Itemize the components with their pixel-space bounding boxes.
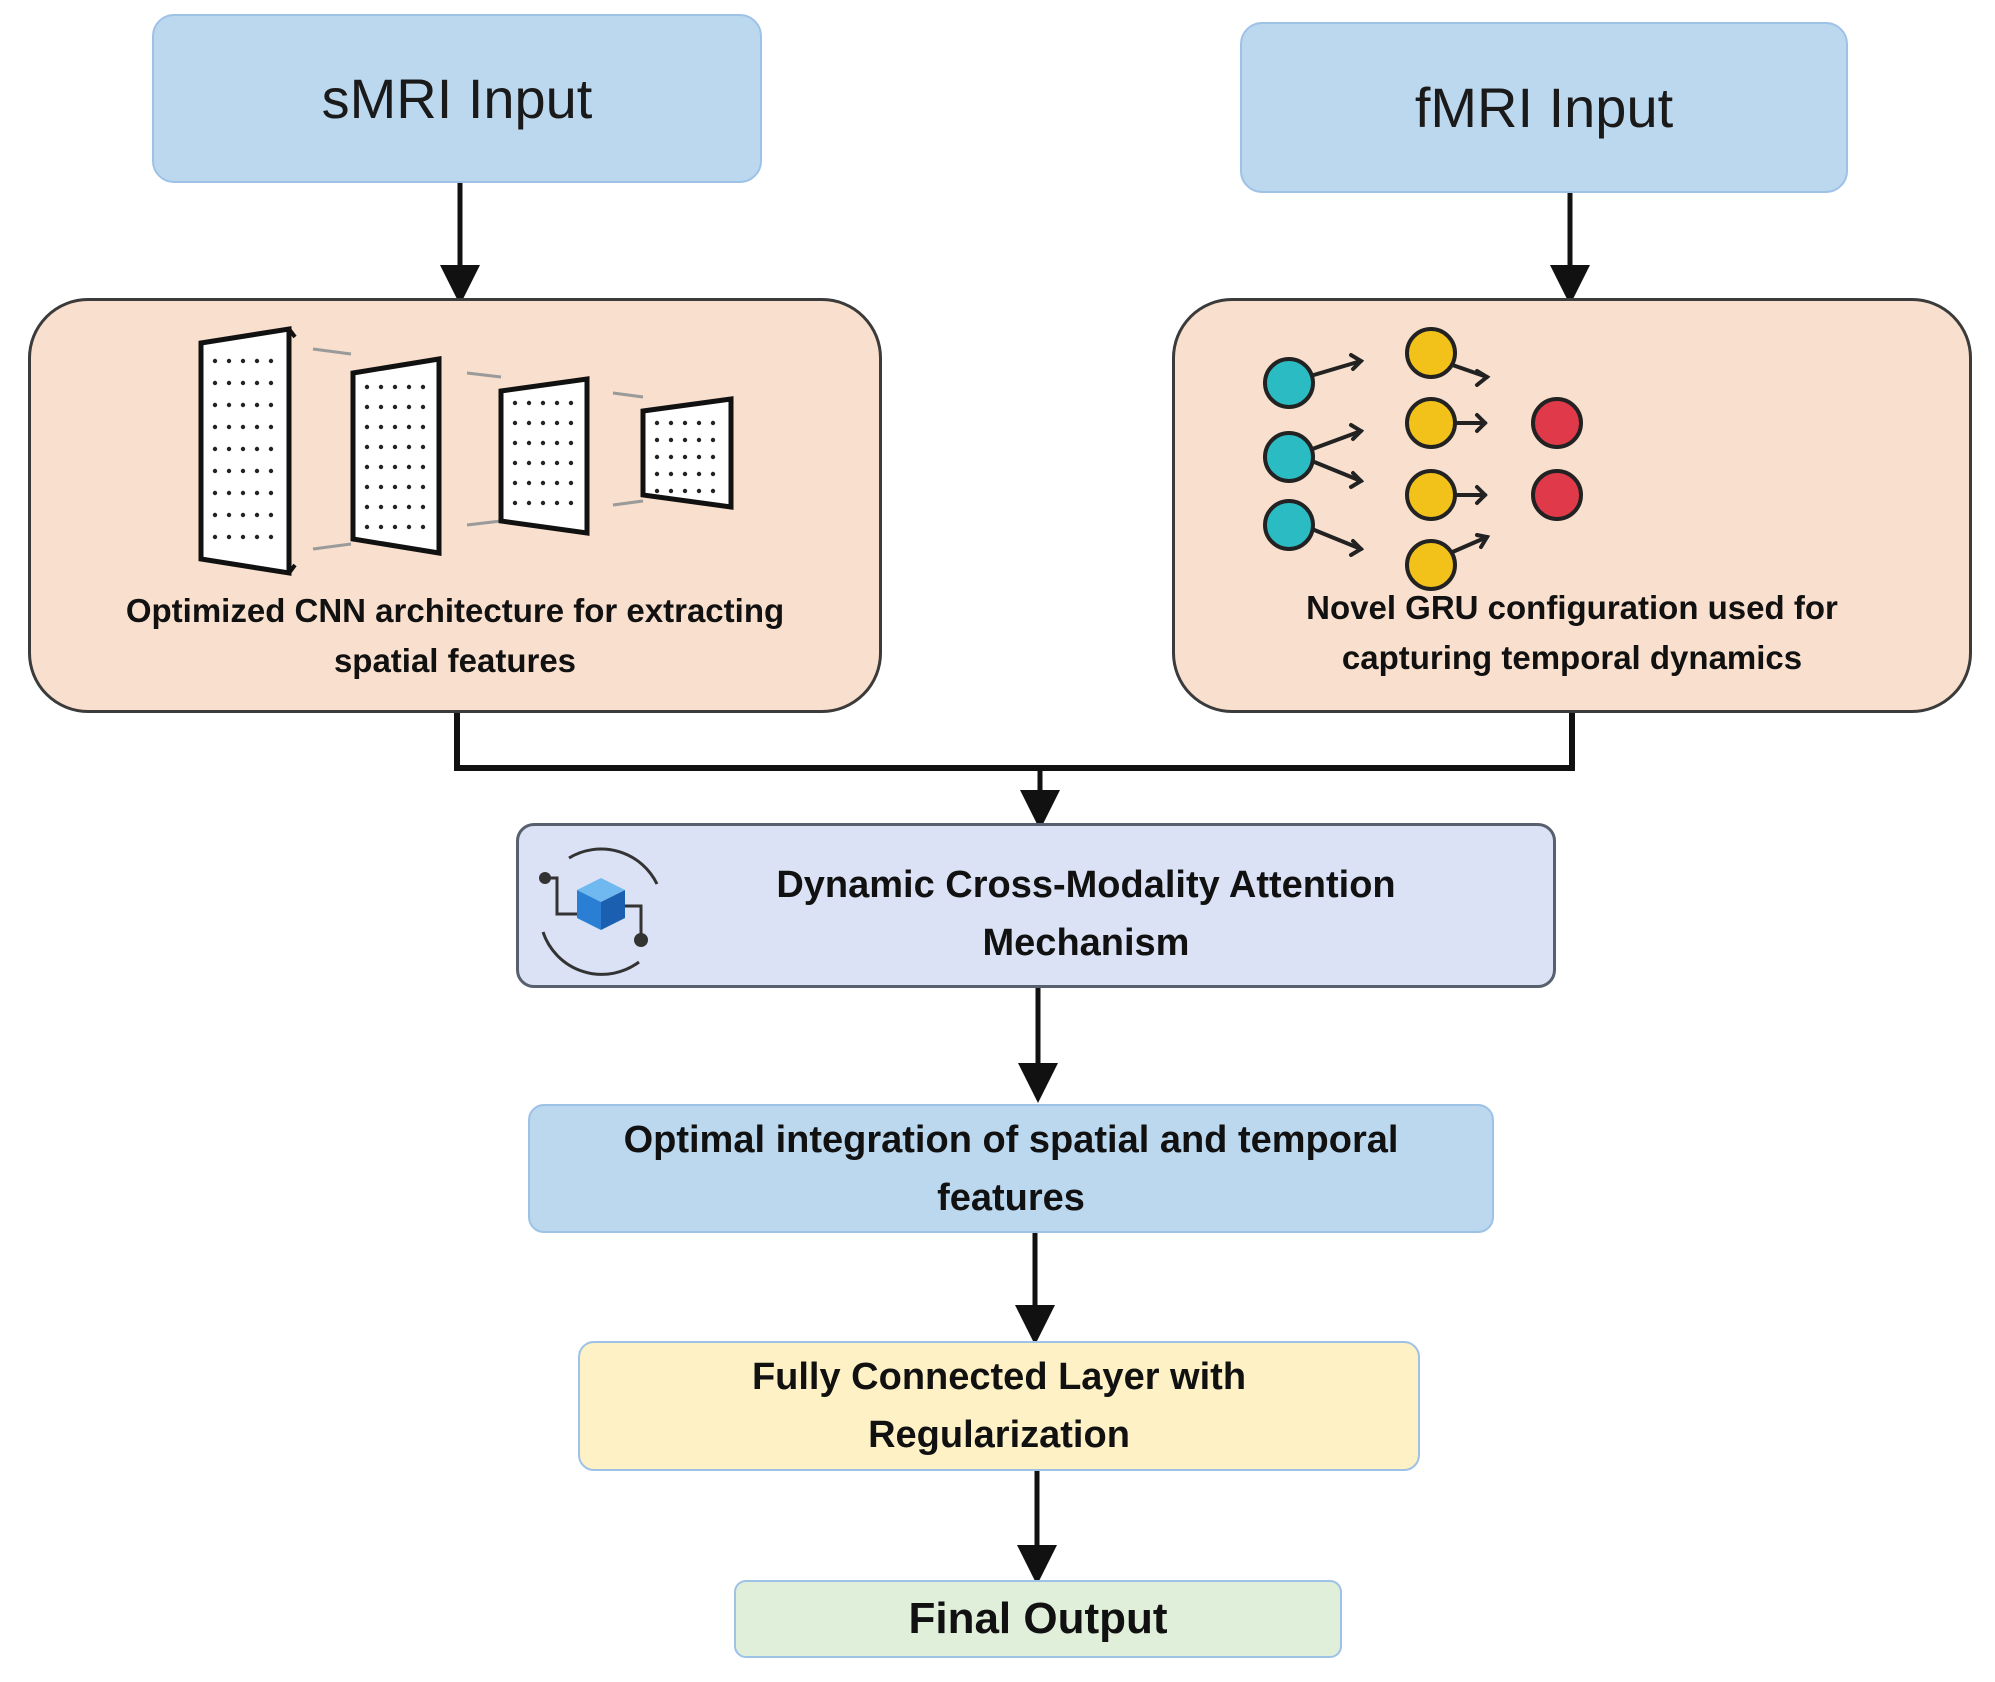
fc-label-line1: Fully Connected Layer with (751, 1356, 1247, 1398)
integration-label-line2: features (937, 1176, 1085, 1219)
attention-label-line2: Mechanism (982, 922, 1190, 964)
cnn-module-label: Optimized CNN architecture for extractin… (31, 586, 879, 686)
attention-label-line1: Dynamic Cross-Modality Attention (776, 864, 1396, 906)
attention-cube-icon (539, 847, 659, 976)
fmri-input-label: fMRI Input (1414, 76, 1674, 139)
gru-module-label: Novel GRU configuration used for capturi… (1175, 583, 1969, 683)
fc-label-line2: Regularization (868, 1414, 1130, 1456)
attention-box: Dynamic Cross-Modality Attention Mechani… (516, 823, 1556, 988)
smri-input-box: sMRI Input (152, 14, 762, 183)
attention-label: Dynamic Cross-Modality Attention Mechani… (649, 856, 1523, 972)
gru-module-box: Novel GRU configuration used for capturi… (1172, 298, 1972, 713)
gru-label-line2: capturing temporal dynamics (1341, 639, 1803, 676)
integration-box: Optimal integration of spatial and tempo… (528, 1104, 1494, 1233)
final-output-label: Final Output (908, 1594, 1168, 1643)
integration-label-line1: Optimal integration of spatial and tempo… (623, 1118, 1399, 1161)
smri-input-label: sMRI Input (321, 67, 593, 130)
cnn-layers-icon (198, 326, 734, 576)
cnn-label-line2: spatial features (333, 642, 577, 679)
connector-merge (454, 713, 1575, 771)
cnn-module-box: Optimized CNN architecture for extractin… (28, 298, 882, 713)
gru-network-icon (1263, 327, 1583, 591)
final-output-box: Final Output (734, 1580, 1342, 1658)
fully-connected-box: Fully Connected Layer with Regularizatio… (578, 1341, 1420, 1471)
fmri-input-box: fMRI Input (1240, 22, 1848, 193)
cnn-label-line1: Optimized CNN architecture for extractin… (125, 592, 785, 629)
gru-label-line1: Novel GRU configuration used for (1306, 589, 1838, 626)
